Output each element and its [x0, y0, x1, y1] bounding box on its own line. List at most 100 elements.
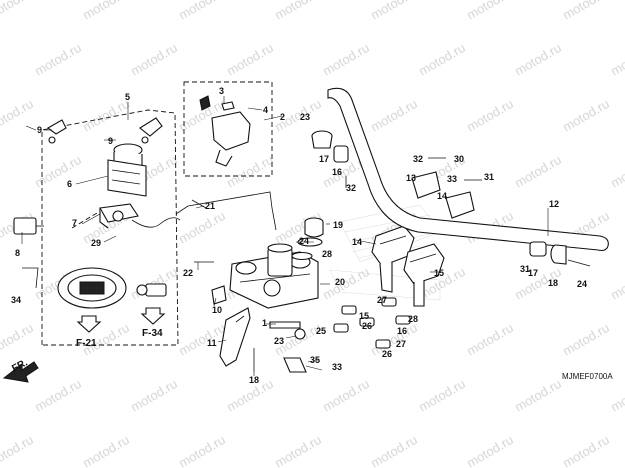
watermark-text: motod.ru [224, 40, 276, 79]
weight-17-left [333, 145, 349, 163]
watermark-text: motod.ru [416, 40, 468, 79]
watermark-text: motod.ru [368, 320, 420, 359]
watermark-text: motod.ru [416, 376, 468, 415]
fr-direction-arrow [2, 361, 39, 383]
watermark-text: motod.ru [128, 376, 180, 415]
screw-24-right [567, 259, 591, 267]
callout-32: 32 [346, 183, 356, 193]
watermark-text: motod.ru [224, 152, 276, 191]
watermark-text: motod.ru [560, 0, 612, 23]
watermark-text: motod.ru [560, 96, 612, 135]
watermark-text: motod.ru [80, 0, 132, 23]
cover-frame [71, 209, 103, 229]
callout-28: 28 [322, 249, 332, 259]
callout-21: 21 [205, 201, 215, 211]
watermark-text: motod.ru [608, 264, 625, 303]
callout-12: 12 [549, 199, 559, 209]
leader-lines [21, 96, 549, 376]
callout-28: 28 [408, 314, 418, 324]
watermark-text: motod.ru [176, 0, 228, 23]
callout-24: 24 [577, 279, 587, 289]
ref-f21-label: F-21 [76, 338, 97, 349]
watermark-text: motod.ru [608, 152, 625, 191]
callout-31: 31 [484, 172, 494, 182]
watermark-text: motod.ru [464, 96, 516, 135]
callout-14: 14 [437, 191, 447, 201]
watermark-text: motod.ru [0, 320, 36, 359]
switch-inset-frame [183, 81, 273, 177]
watermark-text: motod.ru [368, 432, 420, 468]
callout-3: 3 [219, 86, 224, 96]
callout-2: 2 [280, 112, 285, 122]
watermark-text: motod.ru [320, 264, 372, 303]
watermark-text: motod.ru [512, 40, 564, 79]
callout-labels: 1234567899101112131414151516161717181819… [11, 86, 587, 385]
watermark-text: motod.ru [272, 432, 324, 468]
clamp-29 [291, 251, 313, 261]
handlebar-tube [327, 87, 609, 252]
watermark-text: motod.ru [368, 0, 420, 23]
callout-23: 23 [274, 336, 284, 346]
bar-end-left [311, 130, 333, 149]
callout-25: 25 [316, 326, 326, 336]
weight-17-right [529, 241, 547, 257]
watermark-text: motod.ru [368, 96, 420, 135]
riser-right [403, 243, 445, 307]
callout-24: 24 [299, 236, 309, 246]
clamp-14-right [445, 191, 475, 219]
key-center [139, 117, 163, 144]
coupler-8 [13, 217, 44, 235]
watermark-text: motod.ru [272, 0, 324, 23]
watermark-text: motod.ru [32, 376, 84, 415]
callout-20: 20 [335, 277, 345, 287]
callout-8: 8 [15, 248, 20, 258]
ref-arrow-f34 [140, 307, 166, 325]
watermark-text: motod.ru [176, 208, 228, 247]
callout-26: 26 [382, 349, 392, 359]
watermark-text: motod.ru [176, 432, 228, 468]
watermark-text: motod.ru [32, 40, 84, 79]
watermark-text: motod.ru [512, 152, 564, 191]
watermark-text: motod.ru [0, 0, 36, 23]
callout-1: 1 [262, 318, 267, 328]
callout-30: 30 [454, 154, 464, 164]
watermark-text: motod.ru [560, 320, 612, 359]
watermark-text: motod.ru [0, 96, 36, 135]
callout-13: 13 [406, 173, 416, 183]
callout-34: 34 [11, 295, 21, 305]
watermark-text: motod.ru [608, 40, 625, 79]
watermark-text: motod.ru [512, 376, 564, 415]
watermark-text: motod.ru [464, 432, 516, 468]
callout-15: 15 [359, 311, 369, 321]
watermark-text: motod.ru [0, 432, 36, 468]
callout-29: 29 [91, 238, 101, 248]
watermark-text: motod.ru [464, 0, 516, 23]
callout-11: 11 [207, 338, 217, 348]
watermark-text: motod.ru [32, 152, 84, 191]
callout-6: 6 [67, 179, 72, 189]
bar-end-right [550, 244, 567, 265]
stay-11 [211, 285, 227, 305]
callout-32: 32 [413, 154, 423, 164]
callout-18: 18 [249, 375, 259, 385]
watermark-text: motod.ru [320, 40, 372, 79]
seat-lock [136, 283, 167, 297]
callout-14: 14 [352, 237, 362, 247]
callout-9: 9 [108, 136, 113, 146]
diagram-code: MJMEF0700A [562, 372, 613, 381]
rubber-bushes [333, 297, 411, 349]
watermark-text: motod.ru [320, 376, 372, 415]
callout-31: 31 [520, 264, 530, 274]
stem-nut-21 [267, 243, 293, 277]
callout-5: 5 [125, 92, 130, 102]
lower-clamp-bolts [269, 321, 307, 373]
watermark-text: motod.ru [128, 264, 180, 303]
callout-33: 33 [447, 174, 457, 184]
ref-arrow-f21 [76, 315, 102, 333]
ignition-harness [131, 217, 181, 228]
callout-19: 19 [333, 220, 343, 230]
callout-22: 22 [183, 268, 193, 278]
callout-17: 17 [528, 268, 538, 278]
